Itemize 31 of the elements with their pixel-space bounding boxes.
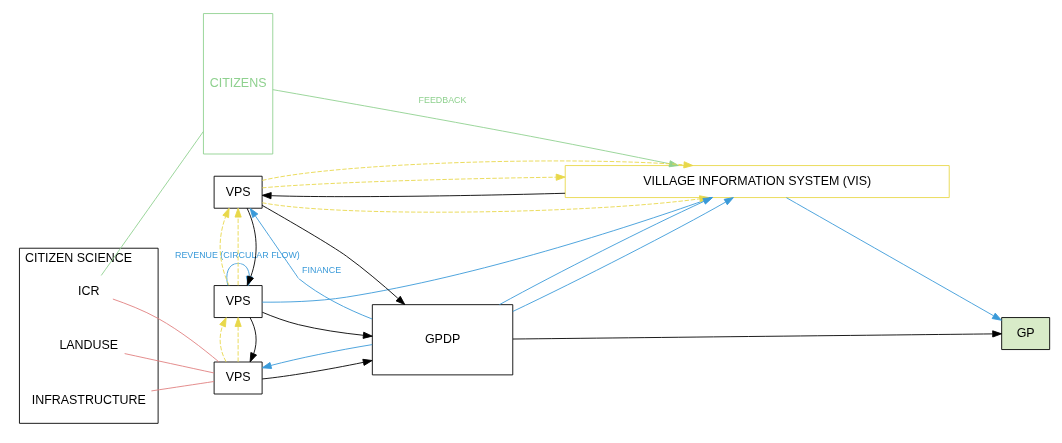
connector (112, 298, 220, 362)
arrow (785, 196, 1002, 321)
node-box: VPS (213, 284, 263, 318)
arrow (261, 160, 694, 181)
node-box: GPDP (371, 303, 514, 375)
arrow (261, 358, 373, 379)
arrow (249, 207, 373, 319)
arrow (249, 316, 257, 362)
arrow (234, 316, 242, 362)
node-box: VILLAGE INFORMATION SYSTEM (VIS) (564, 164, 950, 198)
arrow (234, 207, 242, 286)
node-text: INFRASTRUCTURE (31, 392, 146, 407)
connector (150, 380, 215, 391)
arrow (261, 191, 566, 199)
arrow (261, 173, 566, 188)
arrow (261, 204, 406, 305)
arrow (261, 311, 373, 339)
node-box: VPS (213, 361, 263, 394)
edge-label: FINANCE (302, 264, 342, 275)
arrow (219, 207, 230, 286)
node-box: GP (1001, 316, 1051, 350)
arrow (261, 343, 373, 369)
arrow (512, 329, 1003, 339)
arrow (219, 316, 227, 362)
node-box: CITIZENS (203, 12, 274, 154)
node-text: LANDUSE (59, 337, 119, 352)
node-text: ICR (78, 283, 100, 298)
node-box: VPS (213, 175, 263, 209)
connector (124, 352, 215, 373)
connector (100, 130, 204, 276)
edge-label: FEEDBACK (418, 94, 467, 105)
